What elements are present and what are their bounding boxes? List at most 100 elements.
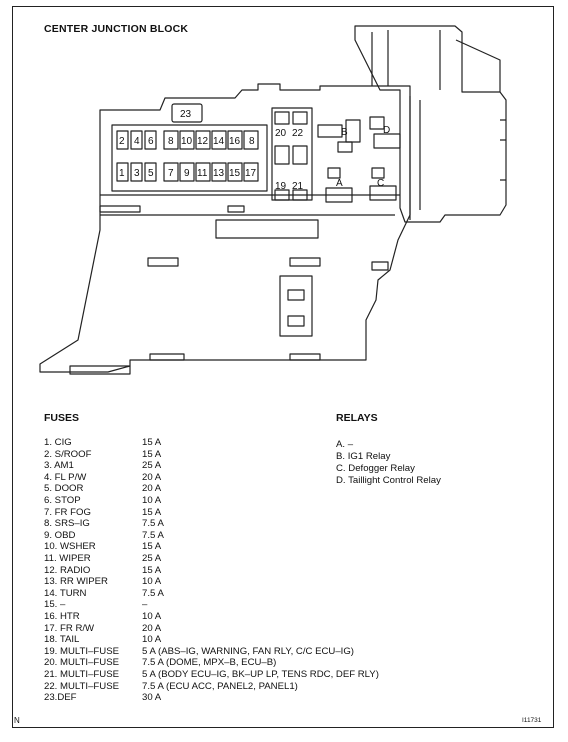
fuse-row: 8. SRS–IG 7.5 A <box>44 518 164 530</box>
relay-d-label: D <box>383 125 390 136</box>
fuse-rating: 25 A <box>142 460 162 472</box>
fuse-rating: – <box>142 599 148 611</box>
fuse-rating: 20 A <box>142 483 162 495</box>
fuse-label: 6 <box>148 136 154 147</box>
fuse-row: 16. HTR 10 A <box>44 611 161 623</box>
fuse-name: 7. FR FOG <box>44 506 91 518</box>
relay-item: A. – <box>336 439 354 450</box>
fuse-name: 18. TAIL <box>44 634 80 646</box>
relay-item: B. IG1 Relay <box>336 451 391 462</box>
fuse-label: 12 <box>197 136 209 147</box>
relay-d-connector <box>369 116 401 149</box>
relay-c-connector <box>369 167 397 201</box>
fuse-label: 2 <box>119 136 125 147</box>
fuse-rating: 7.5 A <box>142 587 164 599</box>
fuse-row: 6. STOP 10 A <box>44 495 161 507</box>
housing-upper <box>354 25 507 223</box>
connector-slot <box>371 261 389 271</box>
fuse-21-label: 21 <box>292 181 304 192</box>
fuse-rating: 7.5 A <box>142 518 164 530</box>
fuse-label: 8 <box>249 136 255 147</box>
fuse-rating: 7.5 A (DOME, MPX–B, ECU–B) <box>142 657 277 669</box>
relay-item: C. Defogger Relay <box>336 463 415 474</box>
corner-mark: N <box>14 716 20 725</box>
connector-slot <box>149 353 185 361</box>
fuse-rating: 10 A <box>142 495 162 506</box>
fuse-rating: 15 A <box>142 541 162 553</box>
fuse-23-slot <box>171 103 203 123</box>
connector-slot <box>289 257 321 267</box>
fuse-label: 16 <box>229 136 241 147</box>
connector-slot <box>147 257 179 267</box>
fuse-row: 20. MULTI–FUSE 7.5 A (DOME, MPX–B, ECU–B) <box>44 657 276 669</box>
fuse-name: 12. RADIO <box>44 564 91 576</box>
fuse-label: 7 <box>168 168 174 179</box>
fuses-heading: FUSES <box>44 412 80 424</box>
figure-id: I11731 <box>522 717 542 724</box>
fuse-label: 15 <box>229 168 241 179</box>
fuse-label: 5 <box>148 168 154 179</box>
housing-notch <box>500 119 506 181</box>
fuse-row: 15. –– <box>44 599 147 611</box>
fuse-row: 18. TAIL 10 A <box>44 634 161 646</box>
fuse-row: 14. TURN 7.5 A <box>44 588 164 600</box>
fuse-rating: 7.5 A (ECU ACC, PANEL2, PANEL1) <box>142 680 298 692</box>
fuse-name: 14. TURN <box>44 587 87 599</box>
fuse-rating: 30 A <box>142 692 162 704</box>
fuse-row-bottom <box>116 162 259 182</box>
relays-heading: RELAYS <box>336 412 378 424</box>
fuse-name: 16. HTR <box>44 611 80 622</box>
fuse-name: 8. SRS–IG <box>44 518 90 530</box>
connector-slot <box>99 205 141 213</box>
fuse-name: 4. FL P/W <box>44 471 87 483</box>
diagram-title: CENTER JUNCTION BLOCK <box>44 23 189 35</box>
fuse-rating: 7.5 A <box>142 529 164 541</box>
fuse-label: 17 <box>245 168 257 179</box>
housing-rib <box>455 39 501 92</box>
connector-slot <box>279 275 313 337</box>
connector-slot <box>215 219 319 239</box>
fuse-name: 19. MULTI–FUSE <box>44 645 119 657</box>
fuse-rating: 15 A <box>142 506 162 518</box>
fuse-name: 20. MULTI–FUSE <box>44 657 119 669</box>
fuse-label: 13 <box>213 168 225 179</box>
block-edge <box>100 194 400 216</box>
fuse-rating: 10 A <box>142 611 162 622</box>
fuse-23-label: 23 <box>180 109 192 120</box>
fuse-label: 9 <box>184 168 190 179</box>
fuse-name: 23.DEF <box>44 692 77 704</box>
fuse-row: 13. RR WIPER 10 A <box>44 576 161 588</box>
fuse-row: 7. FR FOG 15 A <box>44 507 161 519</box>
connector-slot <box>227 205 245 213</box>
fuse-name: 6. STOP <box>44 495 81 506</box>
relay-a-label: A <box>336 178 343 189</box>
fuse-grid-frame <box>111 124 268 192</box>
connector-slot <box>287 315 305 327</box>
fuse-label: 3 <box>134 168 140 179</box>
fuse-label: 14 <box>213 136 225 147</box>
fuse-name: 22. MULTI–FUSE <box>44 680 119 692</box>
fuse-rating: 5 A (ABS–IG, WARNING, FAN RLY, C/C ECU–I… <box>142 645 355 657</box>
fuse-label: 8 <box>168 136 174 147</box>
housing-rib <box>409 96 421 220</box>
connector-slot <box>69 365 131 375</box>
fuse-row: 19. MULTI–FUSE 5 A (ABS–IG, WARNING, FAN … <box>44 646 354 658</box>
fuse-name: 13. RR WIPER <box>44 576 108 588</box>
fuse-name: 1. CIG <box>44 437 72 448</box>
page-frame <box>12 6 554 728</box>
fuse-name: 11. WIPER <box>44 553 91 564</box>
fuse-row-top <box>116 130 259 150</box>
fuse-rating: 15 A <box>142 448 162 460</box>
fuse-row: 22. MULTI–FUSE 7.5 A (ECU ACC, PANEL2, PA… <box>44 681 298 693</box>
fuse-rating: 10 A <box>142 634 162 646</box>
fuse-20-label: 20 <box>275 128 287 139</box>
fuse-rating: 10 A <box>142 576 162 588</box>
